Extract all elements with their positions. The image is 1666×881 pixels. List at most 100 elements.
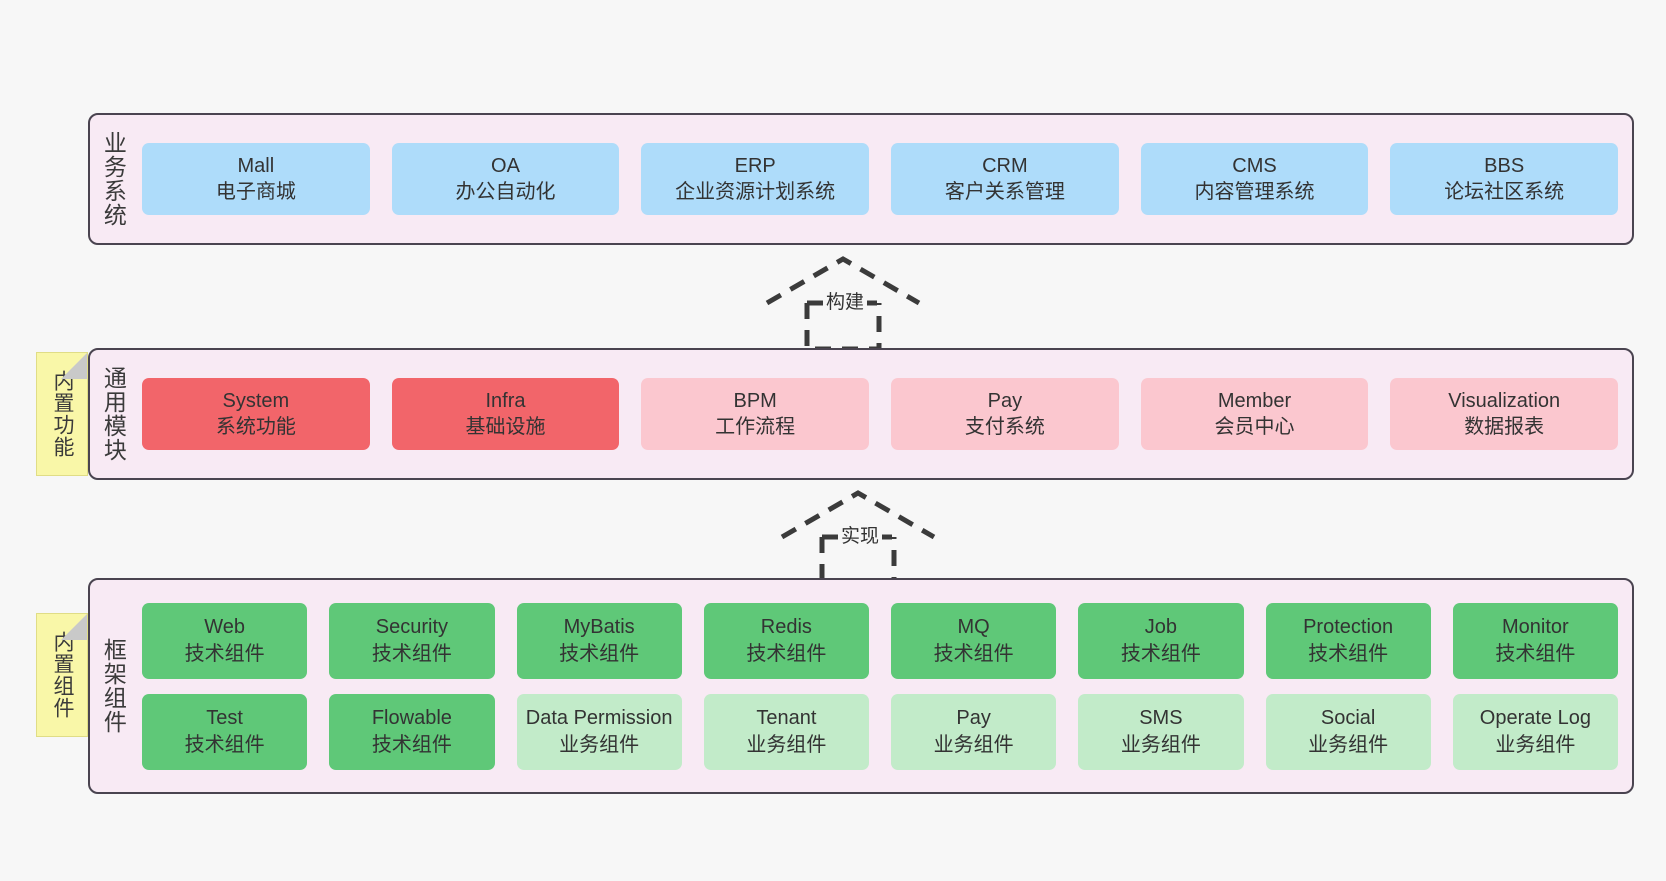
card-title: Test — [206, 707, 243, 730]
card-subtitle: 会员中心 — [1214, 416, 1295, 438]
note-label: 内置组件 — [51, 631, 74, 719]
card-row: Web 技术组件 Security 技术组件 MyBatis 技术组件 Redi… — [142, 602, 1618, 679]
card-member[interactable]: Member 会员中心 — [1140, 378, 1369, 450]
arrow-head-icon — [765, 256, 921, 306]
card-title: Social — [1320, 707, 1376, 730]
card-job[interactable]: Job 技术组件 — [1078, 602, 1244, 679]
card-subtitle: 电子商城 — [215, 181, 296, 203]
card-cms[interactable]: CMS 内容管理系统 — [1140, 143, 1369, 215]
layer-title-business: 业务系统 — [100, 131, 127, 227]
card-title: Data Permission — [525, 707, 673, 730]
card-subtitle: 技术组件 — [1120, 642, 1201, 665]
card-title: System — [222, 389, 290, 412]
layer-common-modules: 通用模块 System 系统功能 Infra 基础设施 BPM 工作流程 Pay… — [88, 348, 1634, 480]
card-redis[interactable]: Redis 技术组件 — [703, 602, 869, 679]
card-subtitle: 客户关系管理 — [944, 181, 1065, 203]
card-sms[interactable]: SMS 业务组件 — [1078, 693, 1244, 770]
card-row: Test 技术组件 Flowable 技术组件 Data Permission … — [142, 693, 1618, 770]
note-built-in-features: 内置功能 — [36, 352, 88, 476]
card-title: Visualization — [1448, 389, 1561, 412]
layer-body-common: System 系统功能 Infra 基础设施 BPM 工作流程 Pay 支付系统… — [136, 350, 1632, 478]
card-visualization[interactable]: Visualization 数据报表 — [1390, 378, 1619, 450]
card-oa[interactable]: OA 办公自动化 — [391, 143, 620, 215]
card-pay-component[interactable]: Pay 业务组件 — [891, 693, 1057, 770]
card-subtitle: 技术组件 — [371, 733, 452, 756]
card-mall[interactable]: Mall 电子商城 — [142, 143, 370, 215]
card-bbs[interactable]: BBS 论坛社区系统 — [1390, 143, 1619, 215]
card-erp[interactable]: ERP 企业资源计划系统 — [641, 143, 870, 215]
card-subtitle: 业务组件 — [1120, 733, 1201, 756]
card-title: BPM — [733, 389, 777, 412]
card-title: CMS — [1232, 154, 1277, 177]
card-subtitle: 业务组件 — [1495, 733, 1576, 756]
card-test[interactable]: Test 技术组件 — [142, 693, 308, 770]
card-bpm[interactable]: BPM 工作流程 — [641, 378, 870, 450]
card-subtitle: 内容管理系统 — [1194, 181, 1315, 203]
card-subtitle: 技术组件 — [1495, 642, 1576, 665]
card-row: Mall 电子商城 OA 办公自动化 ERP 企业资源计划系统 CRM 客户关系… — [142, 143, 1619, 215]
card-pay-module[interactable]: Pay 支付系统 — [891, 378, 1119, 450]
card-subtitle: 业务组件 — [1308, 733, 1389, 756]
card-monitor[interactable]: Monitor 技术组件 — [1452, 602, 1618, 679]
card-title: Infra — [485, 389, 526, 412]
card-operate-log[interactable]: Operate Log 业务组件 — [1452, 693, 1618, 770]
card-crm[interactable]: CRM 客户关系管理 — [891, 143, 1119, 215]
card-subtitle: 论坛社区系统 — [1444, 181, 1565, 203]
card-subtitle: 系统功能 — [215, 416, 296, 438]
card-subtitle: 技术组件 — [371, 642, 452, 665]
card-row: System 系统功能 Infra 基础设施 BPM 工作流程 Pay 支付系统… — [142, 378, 1619, 450]
card-tenant[interactable]: Tenant 业务组件 — [703, 693, 869, 770]
layer-title-framework: 框架组件 — [100, 638, 127, 734]
card-title: Pay — [987, 389, 1023, 412]
card-mq[interactable]: MQ 技术组件 — [891, 602, 1057, 679]
card-title: OA — [491, 154, 520, 177]
card-subtitle: 技术组件 — [1308, 642, 1389, 665]
layer-title-common: 通用模块 — [100, 366, 127, 462]
card-title: Protection — [1303, 616, 1394, 639]
card-protection[interactable]: Protection 技术组件 — [1265, 602, 1431, 679]
connector-label: 实现 — [837, 521, 883, 548]
card-title: Flowable — [371, 707, 452, 730]
card-subtitle: 技术组件 — [559, 642, 640, 665]
card-title: Mall — [237, 154, 275, 177]
card-data-permission[interactable]: Data Permission 业务组件 — [516, 693, 682, 770]
card-title: Pay — [956, 707, 991, 730]
card-title: MyBatis — [563, 616, 635, 639]
card-title: Monitor — [1502, 616, 1569, 639]
card-subtitle: 业务组件 — [559, 733, 640, 756]
layer-framework-components: 框架组件 Web 技术组件 Security 技术组件 MyBatis 技术组件… — [88, 578, 1634, 794]
card-subtitle: 基础设施 — [465, 416, 546, 438]
card-web[interactable]: Web 技术组件 — [142, 602, 308, 679]
card-title: Web — [204, 616, 245, 639]
arrow-head-icon — [780, 490, 936, 540]
card-title: SMS — [1139, 707, 1183, 730]
card-mybatis[interactable]: MyBatis 技术组件 — [516, 602, 682, 679]
card-title: Operate Log — [1479, 707, 1591, 730]
card-subtitle: 技术组件 — [933, 642, 1014, 665]
connector-build: 构建 — [755, 253, 935, 353]
card-title: Member — [1217, 389, 1292, 412]
card-subtitle: 业务组件 — [933, 733, 1014, 756]
card-title: Job — [1144, 616, 1177, 639]
note-built-in-components: 内置组件 — [36, 613, 88, 737]
card-title: MQ — [957, 616, 990, 639]
card-system[interactable]: System 系统功能 — [142, 378, 370, 450]
card-subtitle: 办公自动化 — [455, 181, 556, 203]
card-subtitle: 数据报表 — [1464, 416, 1545, 438]
card-social[interactable]: Social 业务组件 — [1265, 693, 1431, 770]
card-security[interactable]: Security 技术组件 — [329, 602, 495, 679]
card-title: Redis — [760, 616, 812, 639]
card-title: ERP — [734, 154, 776, 177]
card-subtitle: 技术组件 — [184, 642, 265, 665]
card-flowable[interactable]: Flowable 技术组件 — [329, 693, 495, 770]
card-title: CRM — [982, 154, 1028, 177]
card-title: BBS — [1484, 154, 1525, 177]
card-title: Security — [375, 616, 448, 639]
card-subtitle: 业务组件 — [746, 733, 827, 756]
card-subtitle: 技术组件 — [184, 733, 265, 756]
card-subtitle: 工作流程 — [715, 416, 796, 438]
card-subtitle: 企业资源计划系统 — [675, 181, 836, 203]
card-subtitle: 技术组件 — [746, 642, 827, 665]
card-title: Tenant — [756, 707, 817, 730]
card-infra[interactable]: Infra 基础设施 — [391, 378, 620, 450]
